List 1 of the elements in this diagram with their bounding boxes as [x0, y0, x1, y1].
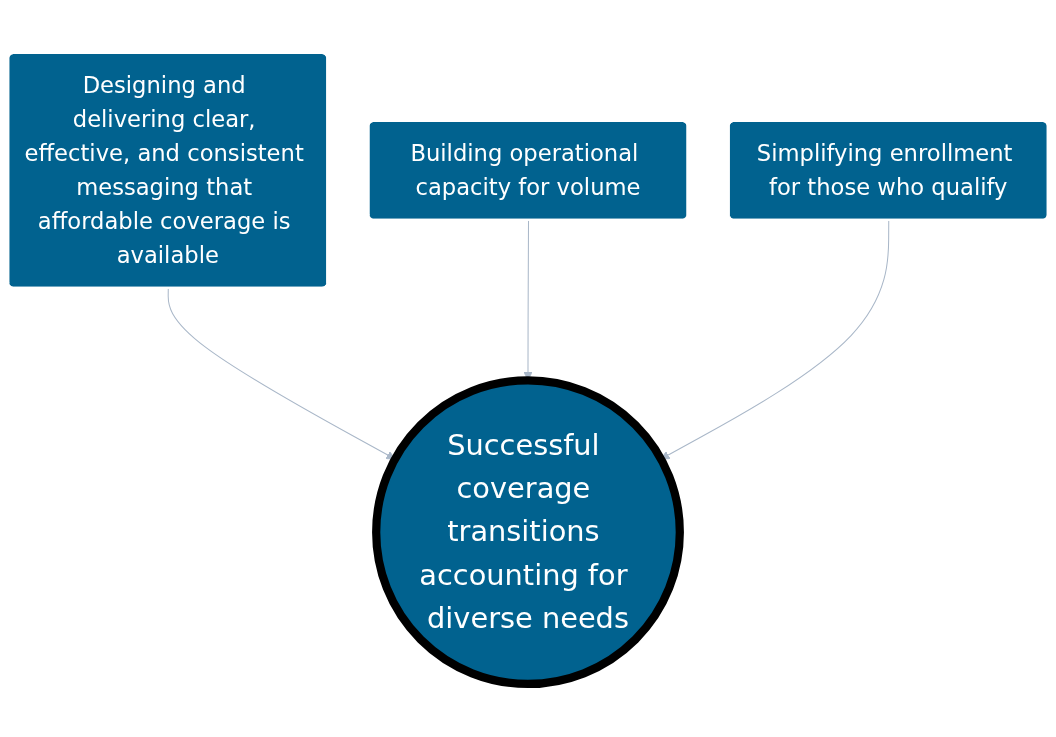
node-circle: Successful coverage transitions accounting for diverse needs	[372, 376, 684, 689]
